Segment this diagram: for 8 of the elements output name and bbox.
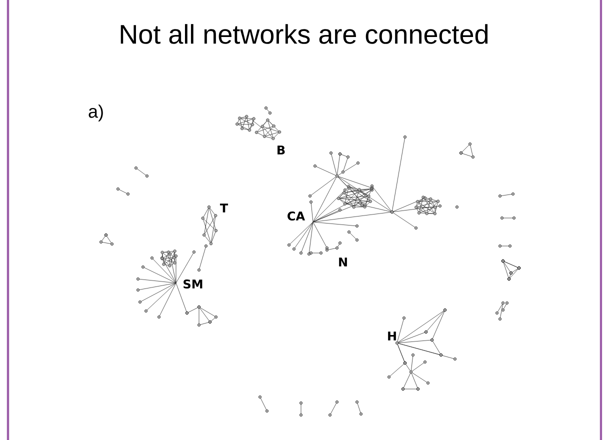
panel-label: a) (88, 104, 103, 122)
panel-label: B (278, 146, 285, 154)
panel-label: H (388, 332, 396, 340)
title: Not all networks are connected (120, 24, 488, 44)
panel-label: N (339, 258, 347, 266)
panel-label: T (220, 204, 228, 212)
panel-label: SM (184, 279, 202, 289)
panel-label: CA (288, 211, 305, 221)
